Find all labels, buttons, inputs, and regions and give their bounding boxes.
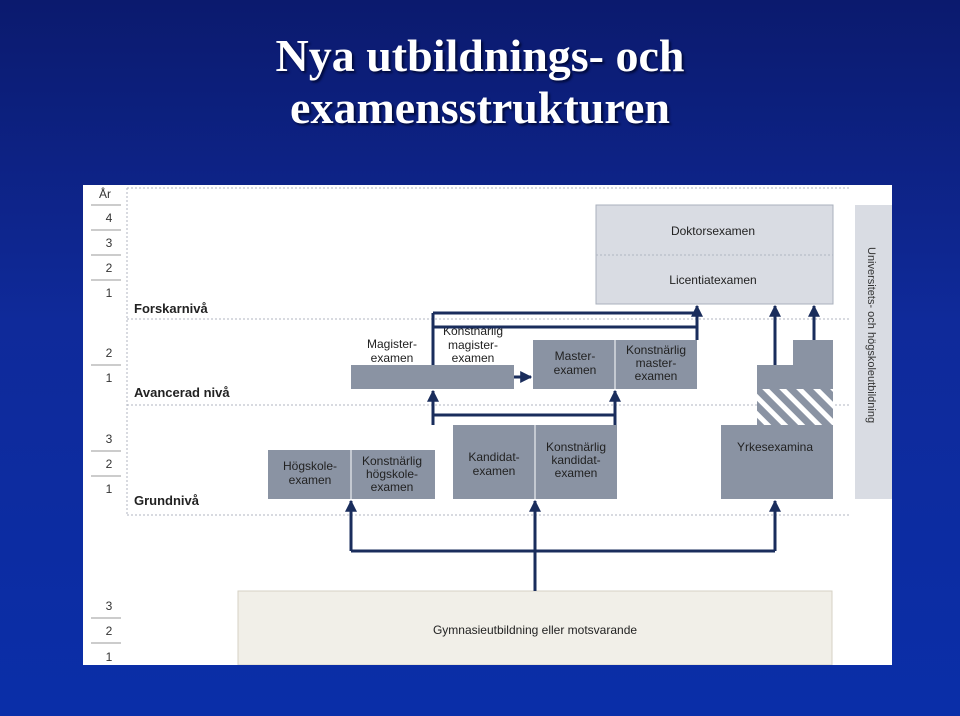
label-line: examen (635, 369, 678, 383)
education-structure-diagram: År 4 3 2 1 2 1 3 2 1 (91, 186, 892, 665)
box-gymnasie (237, 590, 833, 665)
label-line: magister- (448, 338, 498, 352)
label-kandidatexamen: Kandidat- examen (468, 450, 519, 478)
year-tick: 3 (106, 599, 113, 613)
side-bar (855, 205, 892, 499)
year-tick: 1 (106, 371, 113, 385)
label-line: examen (555, 466, 598, 480)
label-gymnasie: Gymnasieutbildning eller motsvarande (433, 623, 637, 637)
label-hogskoleexamen: Högskole- examen (283, 459, 337, 487)
year-tick: 1 (106, 650, 113, 664)
title-line-1: Nya utbildnings- och (275, 30, 685, 81)
diagram-panel: År 4 3 2 1 2 1 3 2 1 (83, 185, 892, 665)
label-line: Konstnärlig (546, 440, 606, 454)
year-ticks-forskarniva: 4 3 2 1 (91, 211, 121, 300)
connectors (345, 304, 820, 591)
year-tick: 1 (106, 482, 113, 496)
label-konstnarlig-magister: Konstnärlig magister- examen (443, 324, 503, 365)
year-tick: 2 (106, 624, 113, 638)
label-yrkesexamina: Yrkesexamina (737, 440, 813, 454)
label-konstnarlig-master: Konstnärlig master- examen (626, 343, 686, 383)
year-tick: 3 (106, 432, 113, 446)
box-magister-row (351, 365, 514, 389)
year-ticks-grundniva: 3 2 1 (91, 432, 121, 496)
label-line: examen (452, 351, 495, 365)
label-line: Magister- (367, 337, 417, 351)
hatched-area (757, 389, 833, 425)
label-magisterexamen: Magister- examen (367, 337, 417, 365)
label-licentiatexamen: Licentiatexamen (669, 273, 756, 287)
year-ticks-gymnasie: 3 2 1 (91, 599, 121, 664)
year-column: År 4 3 2 1 2 1 3 2 1 (91, 186, 121, 664)
label-konstnarlig-kandidat: Konstnärlig kandidat- examen (546, 440, 606, 480)
label-line: examen (473, 464, 516, 478)
slide-title: Nya utbildnings- och examensstrukturen (0, 30, 960, 134)
side-label: Universitets- och högskoleutbildning (865, 247, 877, 423)
label-line: Konstnärlig (362, 454, 422, 468)
label-line: kandidat- (551, 453, 600, 467)
level-label-grundniva: Grundnivå (134, 493, 200, 508)
label-line: master- (636, 356, 677, 370)
label-line: Master- (555, 349, 596, 363)
label-doktorsexamen: Doktorsexamen (671, 224, 755, 238)
year-tick: 2 (106, 457, 113, 471)
label-line: examen (371, 351, 414, 365)
level-label-avancerad: Avancerad nivå (134, 385, 230, 400)
title-line-2: examensstrukturen (290, 82, 670, 133)
label-konstnarlig-hogskole: Konstnärlig högskole- examen (362, 454, 422, 494)
year-tick: 2 (106, 346, 113, 360)
label-line: Kandidat- (468, 450, 519, 464)
year-tick: 1 (106, 286, 113, 300)
label-line: examen (554, 363, 597, 377)
level-label-forskarniva: Forskarnivå (134, 301, 208, 316)
year-tick: 3 (106, 236, 113, 250)
label-line: examen (371, 480, 414, 494)
label-line: examen (289, 473, 332, 487)
year-header: År (99, 186, 111, 201)
year-tick: 2 (106, 261, 113, 275)
year-tick: 4 (106, 211, 113, 225)
label-line: Högskole- (283, 459, 337, 473)
label-line: högskole- (366, 467, 418, 481)
year-ticks-avancerad: 2 1 (91, 346, 121, 385)
level-separators (126, 187, 851, 516)
label-masterexamen: Master- examen (554, 349, 597, 377)
label-line: Konstnärlig (626, 343, 686, 357)
